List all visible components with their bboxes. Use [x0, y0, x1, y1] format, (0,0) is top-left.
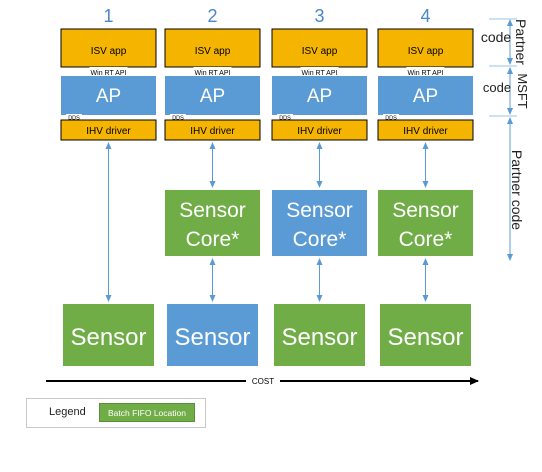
sensor-core-box: [272, 190, 367, 256]
isv-app-box: [377, 28, 474, 68]
win-rt-api-label: Win RT API: [195, 70, 231, 77]
isv-app-label: ISV app: [195, 46, 231, 57]
msft-code-line1: MSFT: [515, 73, 530, 108]
sensor-core-label-line2: Core*: [186, 228, 240, 251]
isv-app-box: [164, 28, 261, 68]
ap-box: [165, 76, 260, 115]
isv-app-label: ISV app: [408, 46, 444, 57]
dds-strip: [383, 114, 399, 120]
side-labels: code Partner code MSFT Partner code: [481, 18, 530, 261]
partner-code-top-line2: code: [481, 29, 512, 45]
msft-code-line2: code: [483, 80, 511, 95]
legend-label: Legend: [49, 406, 86, 418]
sensor-core-label-line1: Sensor: [179, 199, 246, 222]
sensor-label: Sensor: [387, 324, 463, 351]
win-rt-api-strip: [406, 67, 445, 76]
ihv-driver-box: [60, 119, 157, 141]
sensor-box: [63, 304, 154, 366]
sensor-box: [274, 304, 365, 366]
ap-label: AP: [307, 86, 332, 107]
sensor-core-label-line1: Sensor: [392, 199, 459, 222]
win-rt-api-strip: [89, 67, 128, 76]
dds-label: DDS: [279, 116, 291, 122]
sensor-label: Sensor: [174, 324, 250, 351]
win-rt-api-label: Win RT API: [408, 70, 444, 77]
ap-label: AP: [413, 86, 438, 107]
dds-label: DDS: [385, 116, 397, 122]
partner-code-top-line1: Partner: [513, 19, 529, 65]
dds-strip: [277, 114, 293, 120]
sensor-label: Sensor: [281, 324, 357, 351]
cost-axis: COST: [46, 375, 479, 386]
win-rt-api-strip: [193, 67, 232, 76]
dds-strip: [170, 114, 186, 120]
sensor-core-box: [165, 190, 260, 256]
isv-app-label: ISV app: [302, 46, 338, 57]
partner-code-bottom-label: Partner code: [509, 150, 525, 230]
ihv-driver-label: IHV driver: [403, 126, 448, 137]
sensor-core-label-line2: Core*: [399, 228, 453, 251]
dds-label: DDS: [172, 116, 184, 122]
win-rt-api-label: Win RT API: [91, 70, 127, 77]
ihv-driver-label: IHV driver: [190, 126, 235, 137]
column-number: 2: [207, 6, 217, 26]
ap-label: AP: [96, 86, 121, 107]
win-rt-api-label: Win RT API: [302, 70, 338, 77]
sensor-box: [380, 304, 471, 366]
legend-batch-fifo-swatch: Batch FIFO Location: [99, 403, 195, 422]
ihv-driver-label: IHV driver: [86, 126, 131, 137]
ap-box: [272, 76, 367, 115]
sensor-core-label-line1: Sensor: [286, 199, 353, 222]
cost-label-bg: [246, 375, 280, 386]
sensor-box: [167, 304, 258, 366]
cost-label: COST: [252, 377, 274, 386]
ihv-driver-label: IHV driver: [297, 126, 342, 137]
dds-label: DDS: [68, 116, 80, 122]
column-number: 3: [314, 6, 324, 26]
column-number: 4: [420, 6, 430, 26]
ihv-driver-box: [377, 119, 474, 141]
ihv-driver-box: [164, 119, 261, 141]
isv-app-box: [271, 28, 368, 68]
isv-app-label: ISV app: [91, 46, 127, 57]
win-rt-api-strip: [300, 67, 339, 76]
column-number: 1: [103, 6, 113, 26]
ap-box: [61, 76, 156, 115]
sensor-core-box: [378, 190, 473, 256]
legend: Legend Batch FIFO Location: [26, 398, 206, 428]
sensor-label: Sensor: [70, 324, 146, 351]
ap-box: [378, 76, 473, 115]
dds-strip: [66, 114, 82, 120]
ihv-driver-box: [271, 119, 368, 141]
sensor-core-label-line2: Core*: [293, 228, 347, 251]
ap-label: AP: [200, 86, 225, 107]
